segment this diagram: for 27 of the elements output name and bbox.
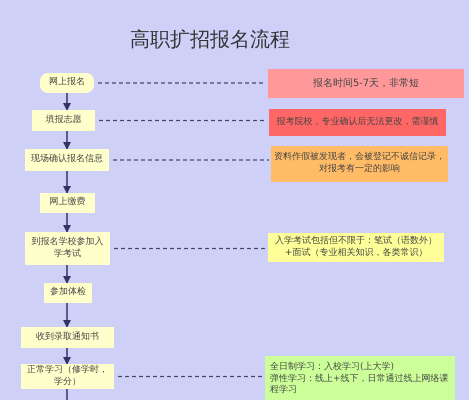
note-box: 资料作假被发现者，会被登记不诚信记录，对报考有一定的影响 — [271, 146, 448, 182]
note-box: 报考院校，专业确认后无法更改，需谨慎 — [269, 109, 446, 136]
connector-line — [66, 389, 68, 400]
step-box: 网上报名 — [40, 73, 94, 93]
arrow — [63, 348, 71, 365]
arrow — [63, 171, 71, 194]
note-box: 报名时间5-7天，非常短 — [268, 69, 464, 98]
step-box: 填报志愿 — [32, 110, 95, 131]
arrow — [63, 265, 71, 284]
arrow — [63, 213, 71, 233]
dashed-connector — [118, 376, 263, 378]
diagram-title: 高职扩招报名流程 — [129, 26, 291, 53]
step-box: 网上缴费 — [40, 193, 95, 213]
arrow — [63, 93, 71, 111]
arrow — [63, 131, 71, 150]
step-box: 参加体检 — [44, 283, 92, 303]
step-box: 到报名学校参加入学考试 — [25, 232, 110, 265]
dashed-connector — [99, 120, 267, 122]
arrow — [63, 303, 71, 328]
dashed-connector — [113, 159, 269, 161]
note-box: 入学考试包括但不限于：笔试（语数外）+面试（专业相关知识，各类常识） — [268, 233, 444, 262]
dashed-connector — [114, 248, 266, 250]
step-box: 收到录取通知书 — [21, 327, 114, 348]
step-box: 正常学习（修学时，学分） — [21, 364, 114, 389]
step-box: 现场确认报名信息 — [25, 149, 109, 171]
note-box: 全日制学习：入校学习(上大学) 弹性学习：线上+线下，日常通过线上网络课程学习 — [265, 356, 455, 400]
dashed-connector — [98, 82, 266, 84]
